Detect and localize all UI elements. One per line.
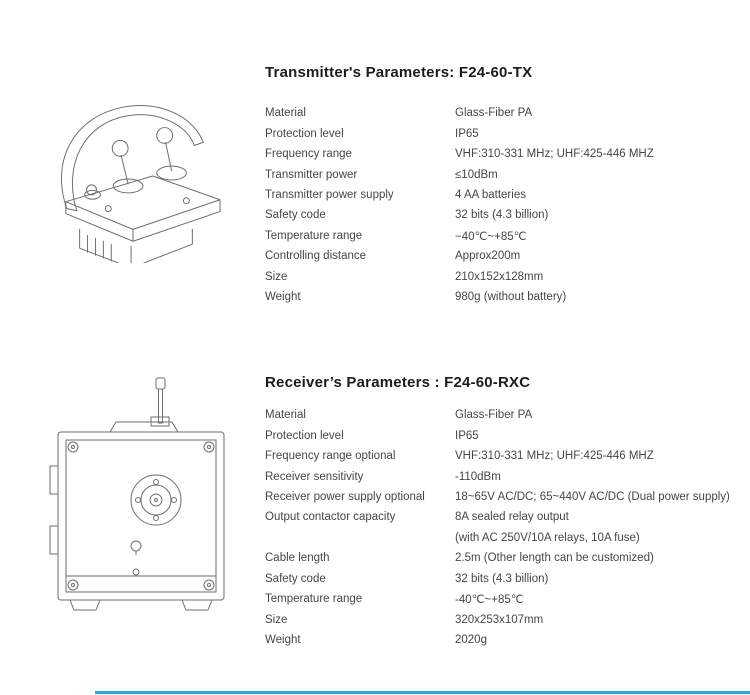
receiver-title: Receiver’s Parameters : F24-60-RXC — [265, 374, 531, 391]
spec-label: Transmitter power — [265, 168, 358, 181]
spec-row: Material Glass-Fiber PA — [265, 405, 743, 425]
spec-label: Safety code — [265, 572, 326, 585]
spec-row: (with AC 250V/10A relays, 10A fuse) — [265, 528, 743, 548]
spec-value: Glass-Fiber PA — [455, 107, 533, 120]
spec-row: Protection level IP65 — [265, 425, 743, 445]
spec-value: −40℃~+85℃ — [455, 230, 527, 243]
spec-value: (with AC 250V/10A relays, 10A fuse) — [455, 531, 640, 544]
spec-row: Weight 2020g — [265, 630, 743, 650]
spec-label: Transmitter power supply — [265, 188, 394, 201]
spec-value: IP65 — [455, 127, 479, 140]
spec-row: Transmitter power ≤10dBm — [265, 164, 743, 184]
spec-row: Controlling distance Approx200m — [265, 246, 743, 266]
spec-value: 980g (without battery) — [455, 291, 567, 304]
spec-label: Size — [265, 613, 288, 626]
spec-label: Output contactor capacity — [265, 511, 396, 524]
spec-row: Safety code 32 bits (4.3 billion) — [265, 205, 743, 225]
spec-row: Temperature range -40℃~+85℃ — [265, 589, 743, 609]
spec-label: Material — [265, 107, 306, 120]
spec-row: Protection level IP65 — [265, 123, 743, 143]
spec-row: Transmitter power supply 4 AA batteries — [265, 185, 743, 205]
spec-label: Temperature range — [265, 593, 363, 606]
transmitter-illustration — [60, 105, 221, 263]
spec-row: Material Glass-Fiber PA — [265, 103, 743, 123]
spec-label: Frequency range optional — [265, 450, 396, 463]
spec-value: VHF:310-331 MHz; UHF:425-446 MHZ — [455, 450, 654, 463]
spec-value: -110dBm — [455, 470, 501, 483]
spec-label: Protection level — [265, 429, 344, 442]
spec-value: 8A sealed relay output — [455, 511, 569, 524]
spec-row: Receiver power supply optional 18~65V AC… — [265, 487, 743, 507]
spec-row: Output contactor capacity 8A sealed rela… — [265, 507, 743, 527]
spec-row: Size 210x152x128mm — [265, 267, 743, 287]
spec-row: Safety code 32 bits (4.3 billion) — [265, 569, 743, 589]
spec-row: Cable length 2.5m (Other length can be c… — [265, 548, 743, 568]
spec-value: 32 bits (4.3 billion) — [455, 209, 549, 222]
spec-label: Material — [265, 409, 306, 422]
spec-label: Cable length — [265, 552, 330, 565]
spec-value: 210x152x128mm — [455, 270, 544, 283]
spec-label: Controlling distance — [265, 250, 367, 263]
spec-label: Protection level — [265, 127, 344, 140]
spec-label: Weight — [265, 634, 301, 647]
transmitter-spec-table: Material Glass-Fiber PA Protection level… — [265, 103, 743, 307]
spec-label: Receiver sensitivity — [265, 470, 364, 483]
spec-value: 2.5m (Other length can be customized) — [455, 552, 654, 565]
spec-label: Temperature range — [265, 229, 363, 242]
spec-label: Receiver power supply optional — [265, 490, 425, 503]
spec-label: Frequency range — [265, 148, 352, 161]
spec-value: Approx200m — [455, 250, 521, 263]
spec-label: Safety code — [265, 209, 326, 222]
spec-value: 18~65V AC/DC; 65~440V AC/DC (Dual power … — [455, 490, 730, 503]
spec-value: IP65 — [455, 429, 479, 442]
spec-value: ≤10dBm — [455, 168, 498, 181]
spec-value: 2020g — [455, 634, 487, 647]
spec-row: Receiver sensitivity -110dBm — [265, 466, 743, 486]
spec-row: Frequency range VHF:310-331 MHz; UHF:425… — [265, 144, 743, 164]
spec-value: 32 bits (4.3 billion) — [455, 572, 549, 585]
spec-row: Size 320x253x107mm — [265, 609, 743, 629]
spec-label: Size — [265, 270, 288, 283]
spec-row: Frequency range optional VHF:310-331 MHz… — [265, 446, 743, 466]
footer-accent-line — [95, 691, 750, 694]
spec-value: 320x253x107mm — [455, 613, 544, 626]
spec-value: 4 AA batteries — [455, 188, 526, 201]
receiver-illustration — [49, 377, 225, 611]
transmitter-title: Transmitter's Parameters: F24-60-TX — [265, 64, 533, 81]
spec-row: Weight 980g (without battery) — [265, 287, 743, 307]
receiver-spec-table: Material Glass-Fiber PA Protection level… — [265, 405, 743, 650]
spec-row: Temperature range −40℃~+85℃ — [265, 226, 743, 246]
spec-value: -40℃~+85℃ — [455, 594, 524, 607]
spec-label: Weight — [265, 291, 301, 304]
spec-value: VHF:310-331 MHz; UHF:425-446 MHZ — [455, 148, 654, 161]
spec-value: Glass-Fiber PA — [455, 409, 533, 422]
